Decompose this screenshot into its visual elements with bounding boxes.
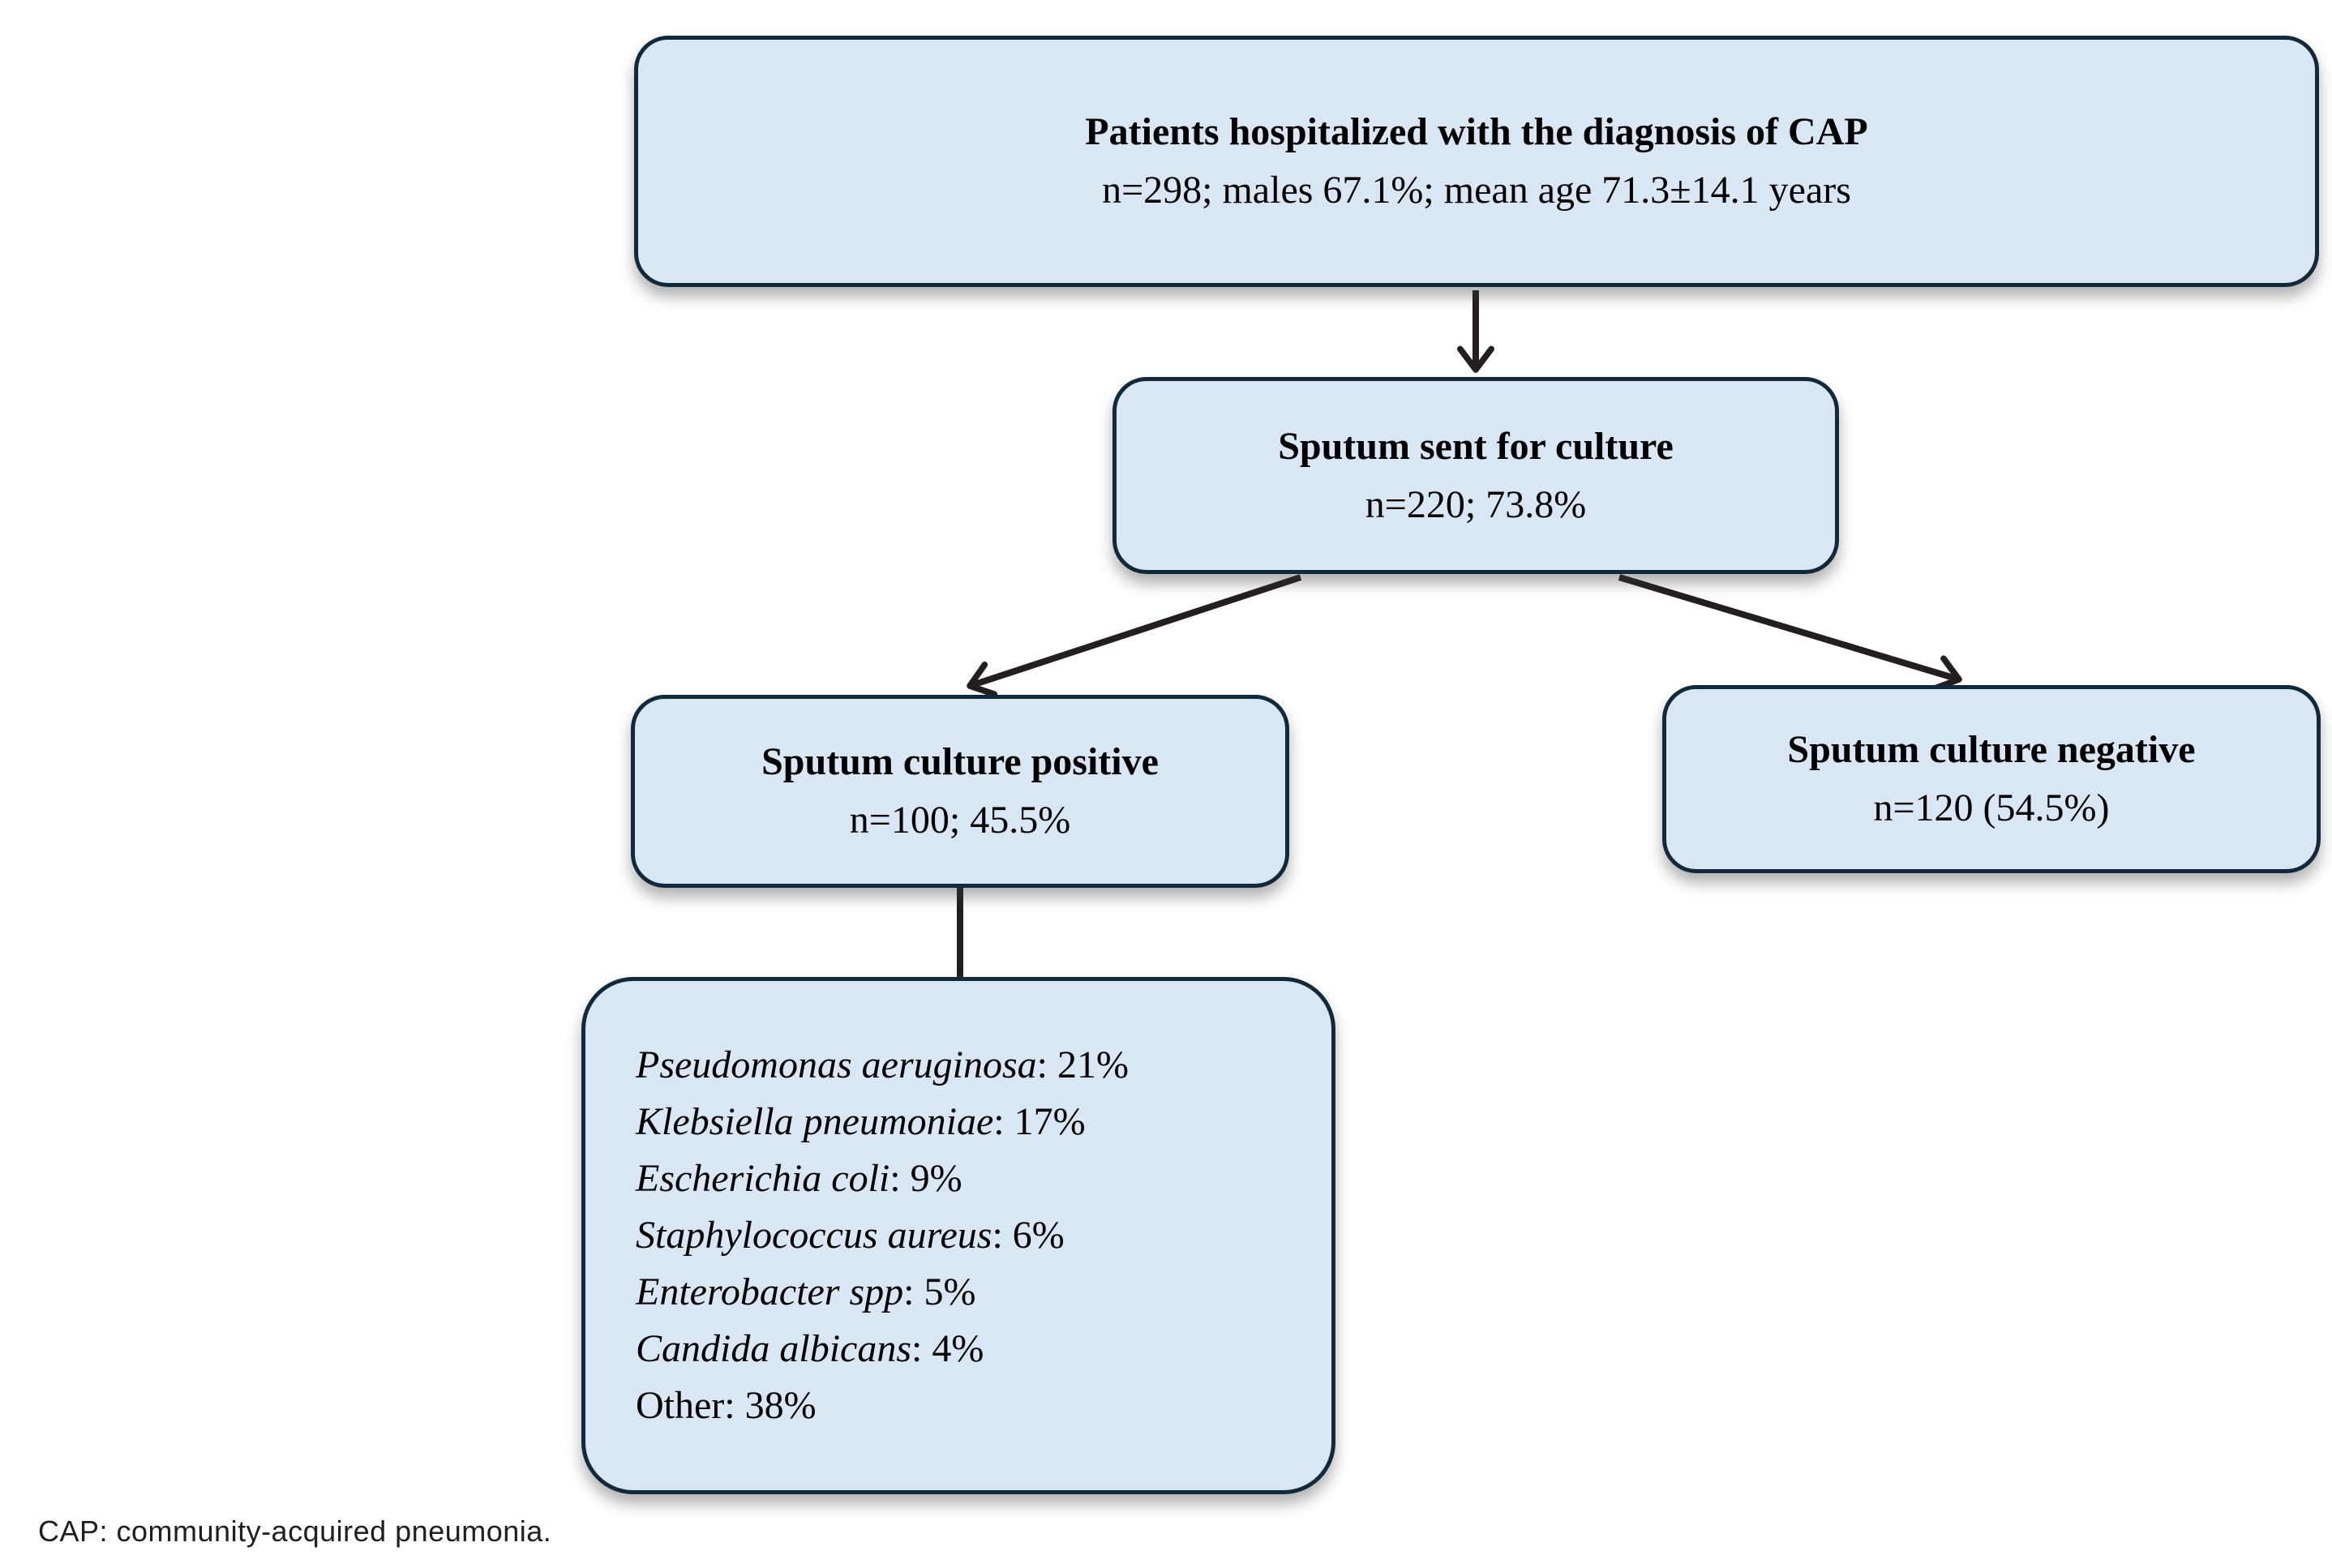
organism-percent: : 38%	[724, 1384, 817, 1427]
node-title: Sputum culture positive	[761, 740, 1159, 783]
node-title: Patients hospitalized with the diagnosis…	[1085, 110, 1868, 153]
organism-name: Pseudomonas aeruginosa	[636, 1043, 1037, 1086]
arrow-culture-to-positive	[967, 574, 1302, 698]
breakdown-item: Klebsiella pneumoniae: 17%	[636, 1094, 1086, 1150]
breakdown-item: Candida albicans: 4%	[636, 1321, 984, 1377]
organism-name: Enterobacter spp	[636, 1270, 904, 1313]
organism-percent: : 21%	[1036, 1043, 1129, 1086]
organism-percent: : 6%	[992, 1214, 1065, 1257]
organism-percent: : 4%	[911, 1327, 984, 1370]
node-title: Sputum sent for culture	[1278, 424, 1674, 468]
organism-name: Staphylococcus aureus	[636, 1214, 992, 1257]
node-sputum-culture-negative: Sputum culture negative n=120 (54.5%)	[1662, 685, 2321, 873]
breakdown-item: Escherichia coli: 9%	[636, 1150, 962, 1207]
node-stats: n=220; 73.8%	[1365, 482, 1587, 526]
node-patients-hospitalized: Patients hospitalized with the diagnosis…	[634, 36, 2319, 287]
organism-name: Other	[636, 1384, 725, 1427]
organism-name: Candida albicans	[636, 1327, 912, 1370]
organism-percent: : 9%	[890, 1157, 962, 1200]
organism-name: Klebsiella pneumoniae	[636, 1100, 994, 1143]
node-title: Sputum culture negative	[1787, 728, 2196, 771]
organism-percent: : 5%	[903, 1270, 976, 1313]
node-stats: n=100; 45.5%	[849, 799, 1071, 842]
node-organism-breakdown: Pseudomonas aeruginosa: 21% Klebsiella p…	[581, 977, 1335, 1494]
breakdown-item: Other: 38%	[636, 1377, 817, 1434]
node-sputum-culture-positive: Sputum culture positive n=100; 45.5%	[631, 695, 1289, 888]
breakdown-item: Staphylococcus aureus: 6%	[636, 1207, 1065, 1264]
breakdown-item: Pseudomonas aeruginosa: 21%	[636, 1037, 1129, 1094]
breakdown-item: Enterobacter spp: 5%	[636, 1264, 976, 1321]
node-stats: n=120 (54.5%)	[1873, 786, 2110, 829]
arrow-culture-to-negative	[1618, 574, 1962, 692]
organism-name: Escherichia coli	[636, 1157, 890, 1200]
node-stats: n=298; males 67.1%; mean age 71.3±14.1 y…	[1102, 169, 1851, 212]
node-sputum-sent-for-culture: Sputum sent for culture n=220; 73.8%	[1112, 377, 1839, 574]
organism-percent: : 17%	[993, 1100, 1086, 1143]
figure-footnote: CAP: community-acquired pneumonia.	[38, 1514, 552, 1548]
